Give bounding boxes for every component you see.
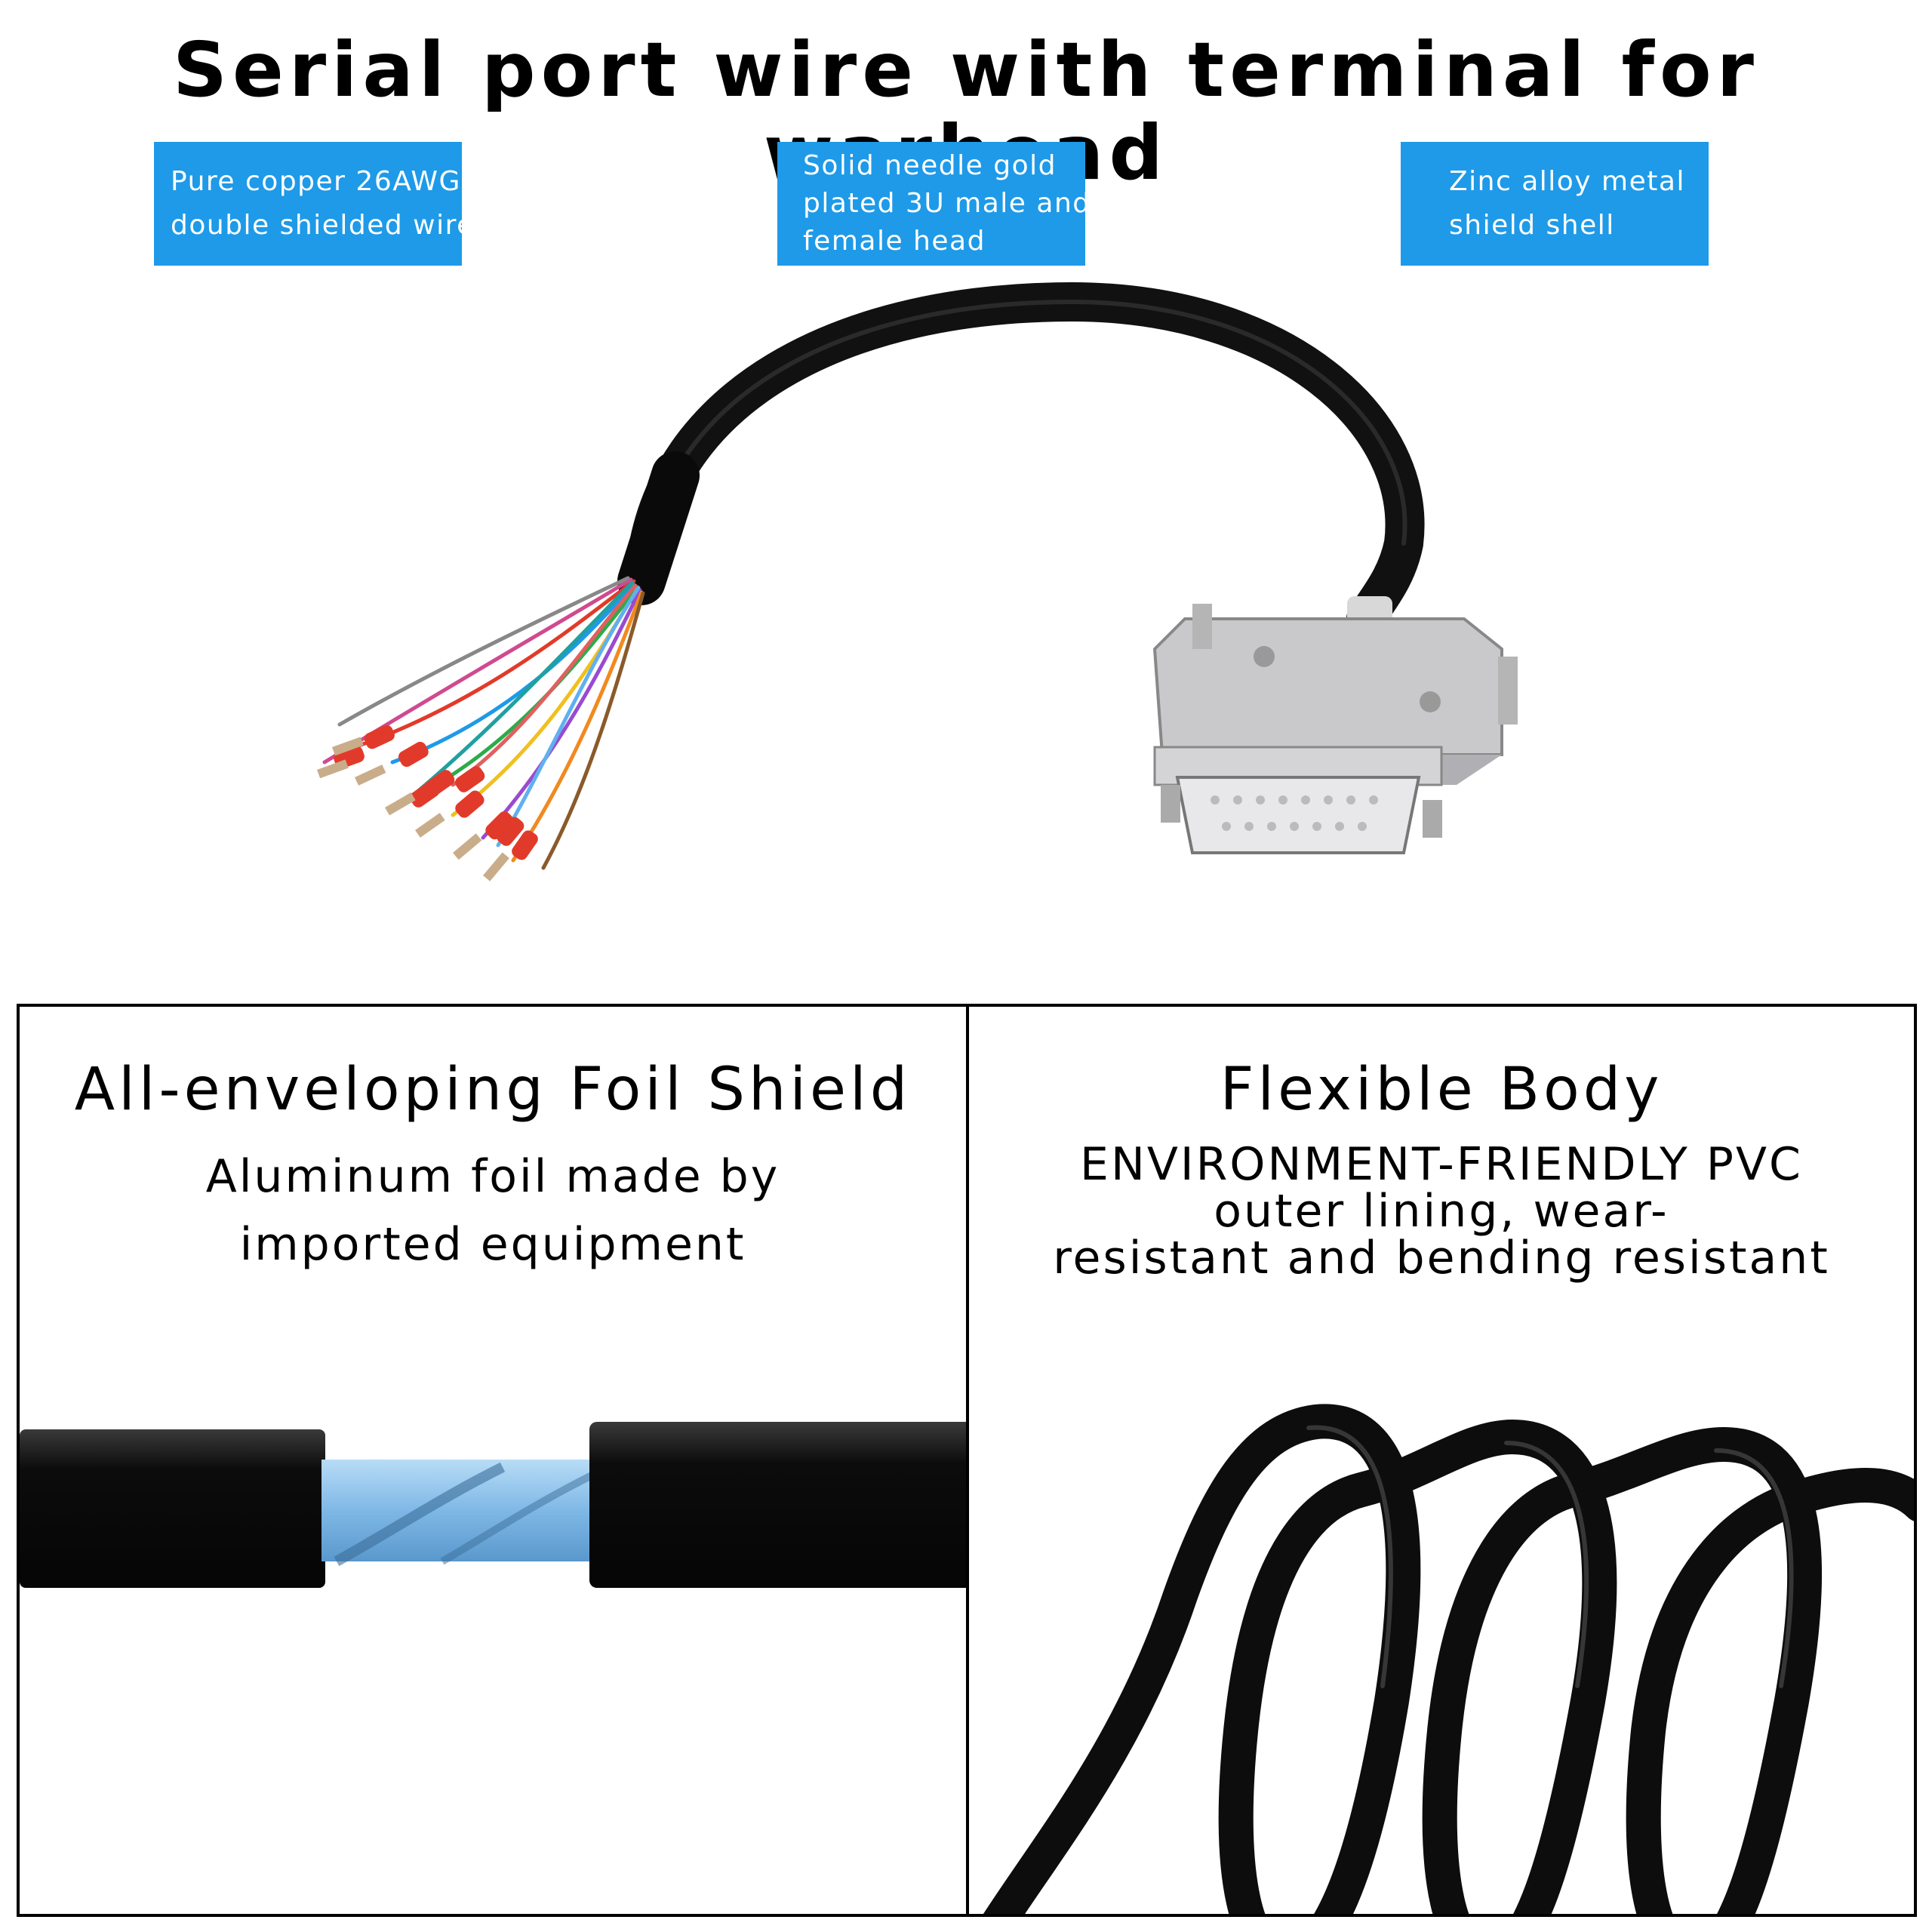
wire-bundle [322,576,645,870]
ferrule-terminals [317,724,538,881]
panel-title: Flexible Body [1220,1056,1663,1124]
coiled-cable-image [983,1404,1914,1914]
panel-flexible-body: Flexible Body ENVIRONMENT-FRIENDLY PVC o… [966,1004,1917,1917]
badge-line: Zinc alloy metal [1449,166,1685,197]
feature-badge-shell: Zinc alloy metal shield shell [1401,142,1709,266]
panel-subtitle: Aluminum foil made by imported equipment [20,1143,966,1278]
badge-line: double shielded wire [171,210,475,241]
badge-line: plated 3U male and [803,188,1091,219]
subtitle-line: ENVIRONMENT-FRIENDLY PVC [1080,1138,1803,1191]
db25-connector [1152,596,1518,854]
badge-line: shield shell [1449,210,1615,241]
foil-shield-image [20,1422,966,1588]
badge-line: Pure copper 26AWG [171,166,461,197]
feature-badge-head: Solid needle gold plated 3U male and fem… [777,142,1091,266]
feature-badge-wire: Pure copper 26AWG double shielded wire [154,142,475,266]
subtitle-line: outer lining, wear- [1214,1185,1669,1238]
subtitle-line: imported equipment [239,1218,746,1271]
product-cable-image [317,281,1518,881]
badge-line: Solid needle gold [803,150,1057,181]
panel-subtitle: ENVIRONMENT-FRIENDLY PVC outer lining, w… [969,1141,1914,1281]
subtitle-line: resistant and bending resistant [1053,1232,1830,1284]
badge-line: female head [803,226,986,257]
subtitle-line: Aluminum foil made by [205,1150,780,1203]
panel-title: All-enveloping Foil Shield [74,1056,912,1124]
panel-foil-shield: All-enveloping Foil Shield Aluminum foil… [17,1004,969,1917]
